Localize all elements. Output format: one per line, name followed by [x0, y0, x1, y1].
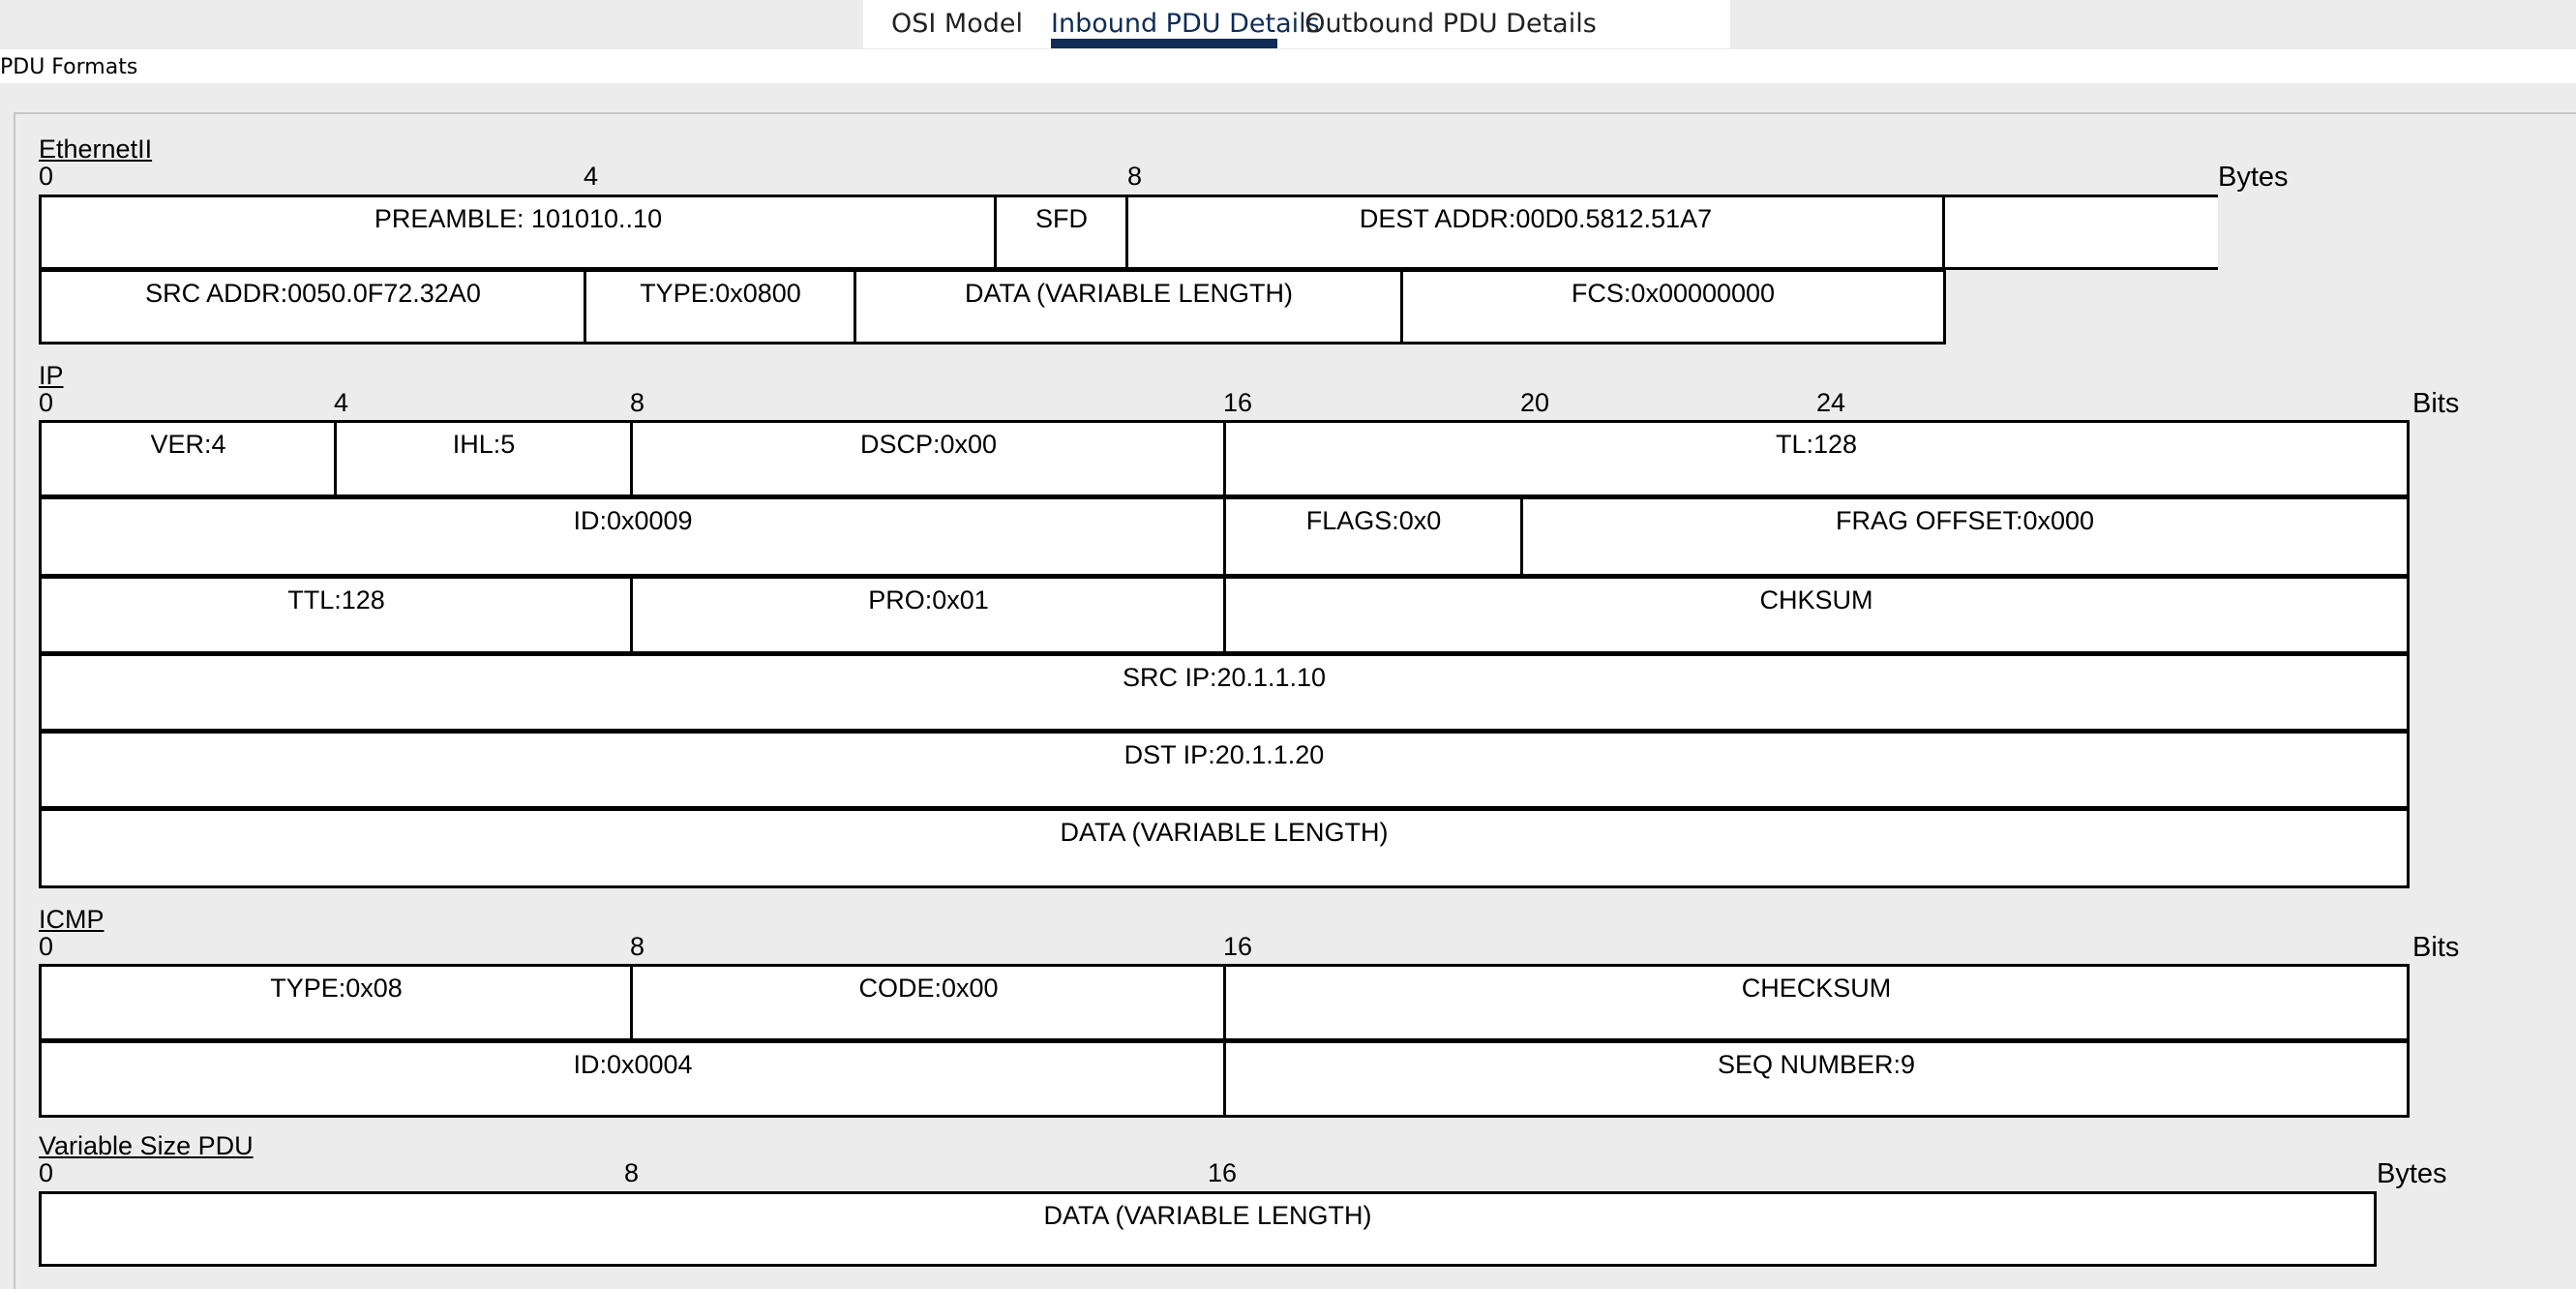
ruler-label: 4: [584, 162, 599, 191]
ruler-label: 8: [630, 388, 645, 417]
ip-unit: Bits: [2412, 388, 2460, 419]
heading-strip: PDU Formats: [0, 49, 2576, 83]
icmp-checksum-field: CHECKSUM: [1223, 964, 2410, 1041]
ruler-label: 16: [1223, 932, 1253, 961]
tab-inbound-pdu-details[interactable]: Inbound PDU Details: [1051, 0, 1320, 48]
ethernet-type-field: TYPE:0x0800: [584, 269, 857, 345]
ruler-label: 0: [39, 388, 54, 417]
ethernet-title: EthernetII: [39, 135, 153, 164]
ruler-label: 16: [1223, 388, 1253, 417]
tab-outbound-pdu-details[interactable]: Outbound PDU Details: [1304, 9, 1597, 39]
ruler-label: 8: [624, 1158, 640, 1187]
variable-size-unit: Bytes: [2377, 1158, 2447, 1189]
ethernet-src-addr-field: SRC ADDR:0050.0F72.32A0: [39, 269, 587, 345]
icmp-title: ICMP: [39, 905, 105, 934]
ip-dscp-field: DSCP:0x00: [630, 420, 1227, 497]
ruler-label: 0: [39, 932, 54, 961]
ip-flags-field: FLAGS:0x0: [1223, 496, 1524, 577]
ip-ihl-field: IHL:5: [334, 420, 634, 497]
variable-size-title: Variable Size PDU: [39, 1131, 254, 1160]
ruler-label: 0: [39, 162, 54, 191]
ruler-label: 24: [1816, 388, 1846, 417]
ip-src-ip-field: SRC IP:20.1.1.10: [39, 653, 2410, 732]
ip-title: IP: [39, 361, 64, 390]
tab-group: OSI Model Inbound PDU Details Outbound P…: [863, 0, 1730, 48]
ruler-label: 16: [1208, 1158, 1238, 1187]
ip-tl-field: TL:128: [1223, 420, 2410, 497]
ip-data-field: DATA (VARIABLE LENGTH): [39, 808, 2410, 888]
tab-osi-model[interactable]: OSI Model: [890, 9, 1023, 39]
ruler-label: 20: [1520, 388, 1550, 417]
ip-ver-field: VER:4: [39, 420, 338, 497]
ip-pro-field: PRO:0x01: [630, 576, 1227, 654]
ethernet-preamble-field: PREAMBLE: 101010..10: [39, 195, 998, 270]
ip-frag-offset-field: FRAG OFFSET:0x000: [1520, 496, 2410, 577]
icmp-seq-number-field: SEQ NUMBER:9: [1223, 1040, 2410, 1118]
pdu-formats-heading: PDU Formats: [0, 55, 138, 79]
ethernet-dest-addr-continuation: [1942, 195, 2218, 270]
ethernet-data-field: DATA (VARIABLE LENGTH): [854, 269, 1404, 345]
ethernet-fcs-field: FCS:0x00000000: [1400, 269, 1946, 345]
ruler-label: 8: [1127, 162, 1143, 191]
icmp-code-field: CODE:0x00: [630, 964, 1227, 1041]
icmp-unit: Bits: [2412, 932, 2460, 963]
icmp-type-field: TYPE:0x08: [39, 964, 634, 1041]
ruler-label: 8: [630, 932, 645, 961]
tab-bar: OSI Model Inbound PDU Details Outbound P…: [0, 0, 2576, 48]
ethernet-unit: Bytes: [2218, 162, 2289, 193]
ethernet-dest-addr-field: DEST ADDR:00D0.5812.51A7: [1125, 195, 1946, 270]
icmp-id-field: ID:0x0004: [39, 1040, 1227, 1118]
ip-dst-ip-field: DST IP:20.1.1.20: [39, 731, 2410, 809]
variable-size-data-field: DATA (VARIABLE LENGTH): [39, 1191, 2377, 1267]
ip-ttl-field: TTL:128: [39, 576, 634, 654]
ruler-label: 0: [39, 1158, 54, 1187]
ruler-label: 4: [334, 388, 349, 417]
ip-id-field: ID:0x0009: [39, 496, 1227, 577]
ip-chksum-field: CHKSUM: [1223, 576, 2410, 654]
ethernet-sfd-field: SFD: [994, 195, 1129, 270]
